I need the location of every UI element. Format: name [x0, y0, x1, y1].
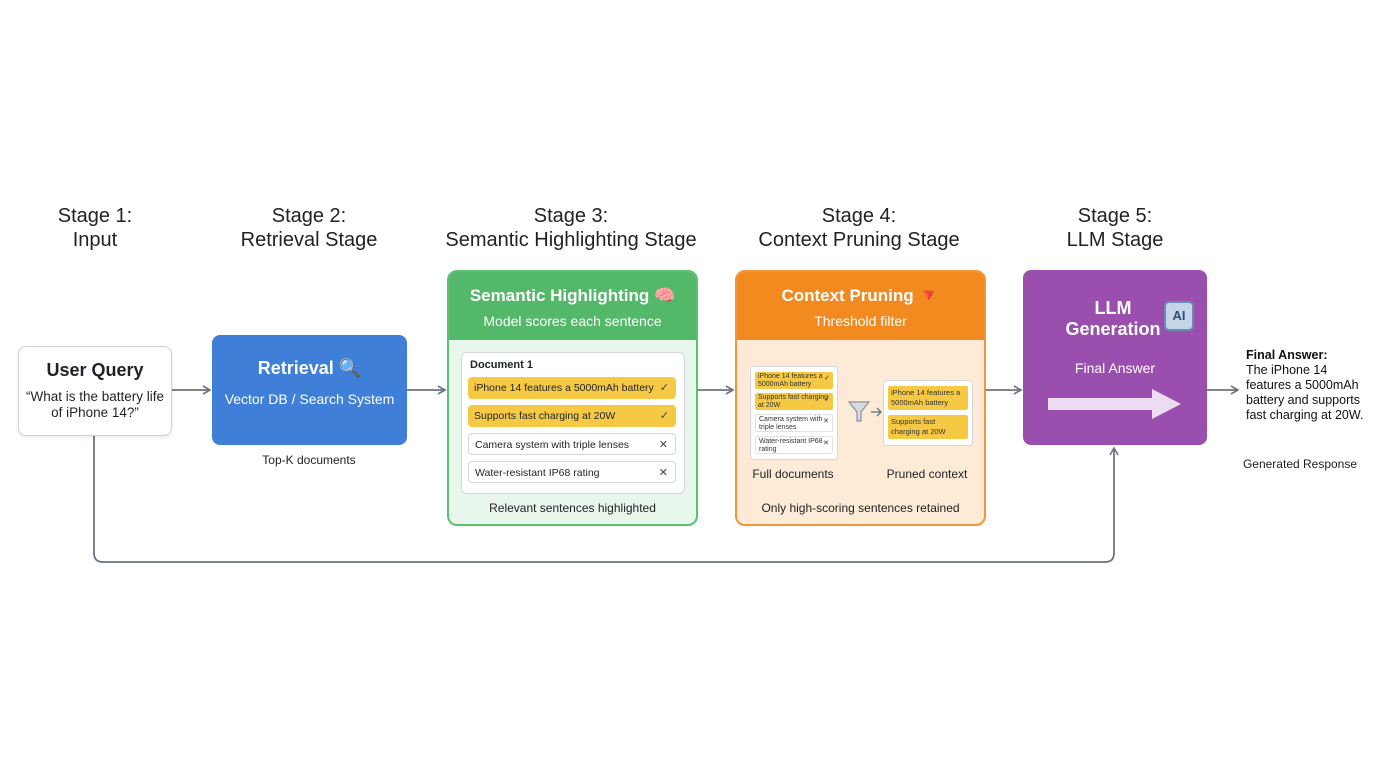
- semantic-subtitle: Model scores each sentence: [483, 313, 662, 329]
- stage-4-title: Stage 4: Context Pruning Stage: [739, 204, 979, 252]
- sentence-text: Supports fast charging at 20W: [474, 410, 616, 422]
- semantic-header: Semantic Highlighting 🧠 Model scores eac…: [449, 272, 696, 340]
- mini-sentence-text: iPhone 14 features a 5000mAh battery: [758, 373, 823, 388]
- check-icon: ✓: [824, 396, 830, 403]
- sentence-text: Camera system with triple lenses: [475, 439, 630, 451]
- final-answer-heading: Final Answer:: [1246, 348, 1328, 362]
- full-documents-label: Full documents: [752, 467, 834, 481]
- pruned-context-card: iPhone 14 features a 5000mAh battery Sup…: [883, 380, 973, 446]
- llm-generation-box: LLM Generation AI Final Answer: [1023, 270, 1207, 445]
- user-query-box: User Query “What is the battery life of …: [18, 346, 172, 436]
- mini-sentence: Camera system with triple lenses ✕: [755, 414, 833, 432]
- cross-icon: ✕: [658, 439, 668, 451]
- final-answer: Final Answer: The iPhone 14 features a 5…: [1246, 348, 1366, 423]
- check-icon: ✓: [659, 410, 669, 422]
- check-icon: ✓: [659, 382, 669, 394]
- document-card: Document 1 iPhone 14 features a 5000mAh …: [461, 352, 685, 494]
- pruned-context-label: Pruned context: [886, 467, 968, 481]
- stage-3-title: Stage 3: Semantic Highlighting Stage: [431, 204, 711, 252]
- stage-5-name: LLM Stage: [1066, 229, 1164, 251]
- stage-3-label: Stage 3:: [533, 205, 609, 227]
- semantic-caption: Relevant sentences highlighted: [489, 501, 656, 515]
- mini-sentence-text: Supports fast charging at 20W: [891, 417, 946, 436]
- funnel-icon: [847, 401, 882, 422]
- generated-response-caption: Generated Response: [1242, 457, 1358, 471]
- user-query-text: “What is the battery life of iPhone 14?”: [25, 389, 165, 420]
- stage-2-title: Stage 2: Retrieval Stage: [209, 204, 409, 252]
- mini-sentence: iPhone 14 features a 5000mAh battery: [888, 386, 968, 410]
- mini-sentence-text: Water-resistant IP68 rating: [759, 438, 823, 453]
- retrieval-caption: Top-K documents: [262, 453, 356, 467]
- mini-sentence-text: Supports fast charging at 20W: [758, 394, 829, 409]
- stage-5-label: Stage 5:: [1077, 205, 1153, 227]
- context-pruning-box: Context Pruning 🔻 Threshold filter iPhon…: [735, 270, 986, 526]
- pruning-title: Context Pruning 🔻: [781, 286, 940, 305]
- pruning-header: Context Pruning 🔻 Threshold filter: [737, 272, 984, 340]
- ai-chip-icon: AI: [1164, 301, 1194, 331]
- semantic-highlighting-box: Semantic Highlighting 🧠 Model scores eac…: [447, 270, 698, 526]
- retrieval-subtitle: Vector DB / Search System: [224, 391, 395, 407]
- stage-1-name: Input: [72, 229, 118, 251]
- sentence-not-relevant: Camera system with triple lenses ✕: [468, 433, 676, 455]
- final-answer-text: The iPhone 14 features a 5000mAh battery…: [1246, 363, 1364, 422]
- cross-icon: ✕: [823, 440, 829, 447]
- document-label: Document 1: [470, 359, 533, 371]
- arrow-right-icon: [1048, 389, 1181, 419]
- llm-subtitle: Final Answer: [1074, 360, 1156, 376]
- cross-icon: ✕: [658, 467, 668, 479]
- sentence-highlighted: Supports fast charging at 20W ✓: [468, 405, 676, 427]
- mini-sentence: iPhone 14 features a 5000mAh battery ✓: [755, 372, 833, 389]
- pruning-caption: Only high-scoring sentences retained: [761, 501, 960, 515]
- sentence-text: iPhone 14 features a 5000mAh battery: [474, 382, 654, 394]
- retrieval-title: Retrieval 🔍: [257, 358, 362, 378]
- sentence-text: Water-resistant IP68 rating: [475, 467, 600, 479]
- semantic-title: Semantic Highlighting 🧠: [469, 286, 676, 305]
- check-icon: ✓: [824, 375, 830, 382]
- user-query-title: User Query: [46, 360, 144, 380]
- stage-4-label: Stage 4:: [821, 205, 897, 227]
- llm-title: LLM Generation: [1065, 298, 1161, 339]
- sentence-highlighted: iPhone 14 features a 5000mAh battery ✓: [468, 377, 676, 399]
- stage-5-title: Stage 5: LLM Stage: [1045, 204, 1185, 252]
- mini-sentence: Supports fast charging at 20W ✓: [755, 393, 833, 410]
- cross-icon: ✕: [823, 418, 829, 425]
- full-document-card: iPhone 14 features a 5000mAh battery ✓ S…: [750, 366, 838, 460]
- stage-1-label: Stage 1:: [57, 205, 133, 227]
- retrieval-box: Retrieval 🔍 Vector DB / Search System: [212, 335, 407, 445]
- stage-1-title: Stage 1: Input: [35, 204, 155, 252]
- pruning-subtitle: Threshold filter: [814, 313, 907, 329]
- stage-4-name: Context Pruning Stage: [758, 229, 960, 251]
- mini-sentence: Water-resistant IP68 rating ✕: [755, 436, 833, 454]
- stage-2-label: Stage 2:: [271, 205, 347, 227]
- sentence-not-relevant: Water-resistant IP68 rating ✕: [468, 461, 676, 483]
- stage-3-name: Semantic Highlighting Stage: [445, 229, 697, 251]
- stage-2-name: Retrieval Stage: [240, 229, 378, 251]
- mini-sentence-text: Camera system with triple lenses: [759, 416, 823, 431]
- arrow-query-bypass-to-llm: [93, 435, 1119, 563]
- mini-sentence: Supports fast charging at 20W: [888, 415, 968, 439]
- mini-sentence-text: iPhone 14 features a 5000mAh battery: [891, 388, 961, 407]
